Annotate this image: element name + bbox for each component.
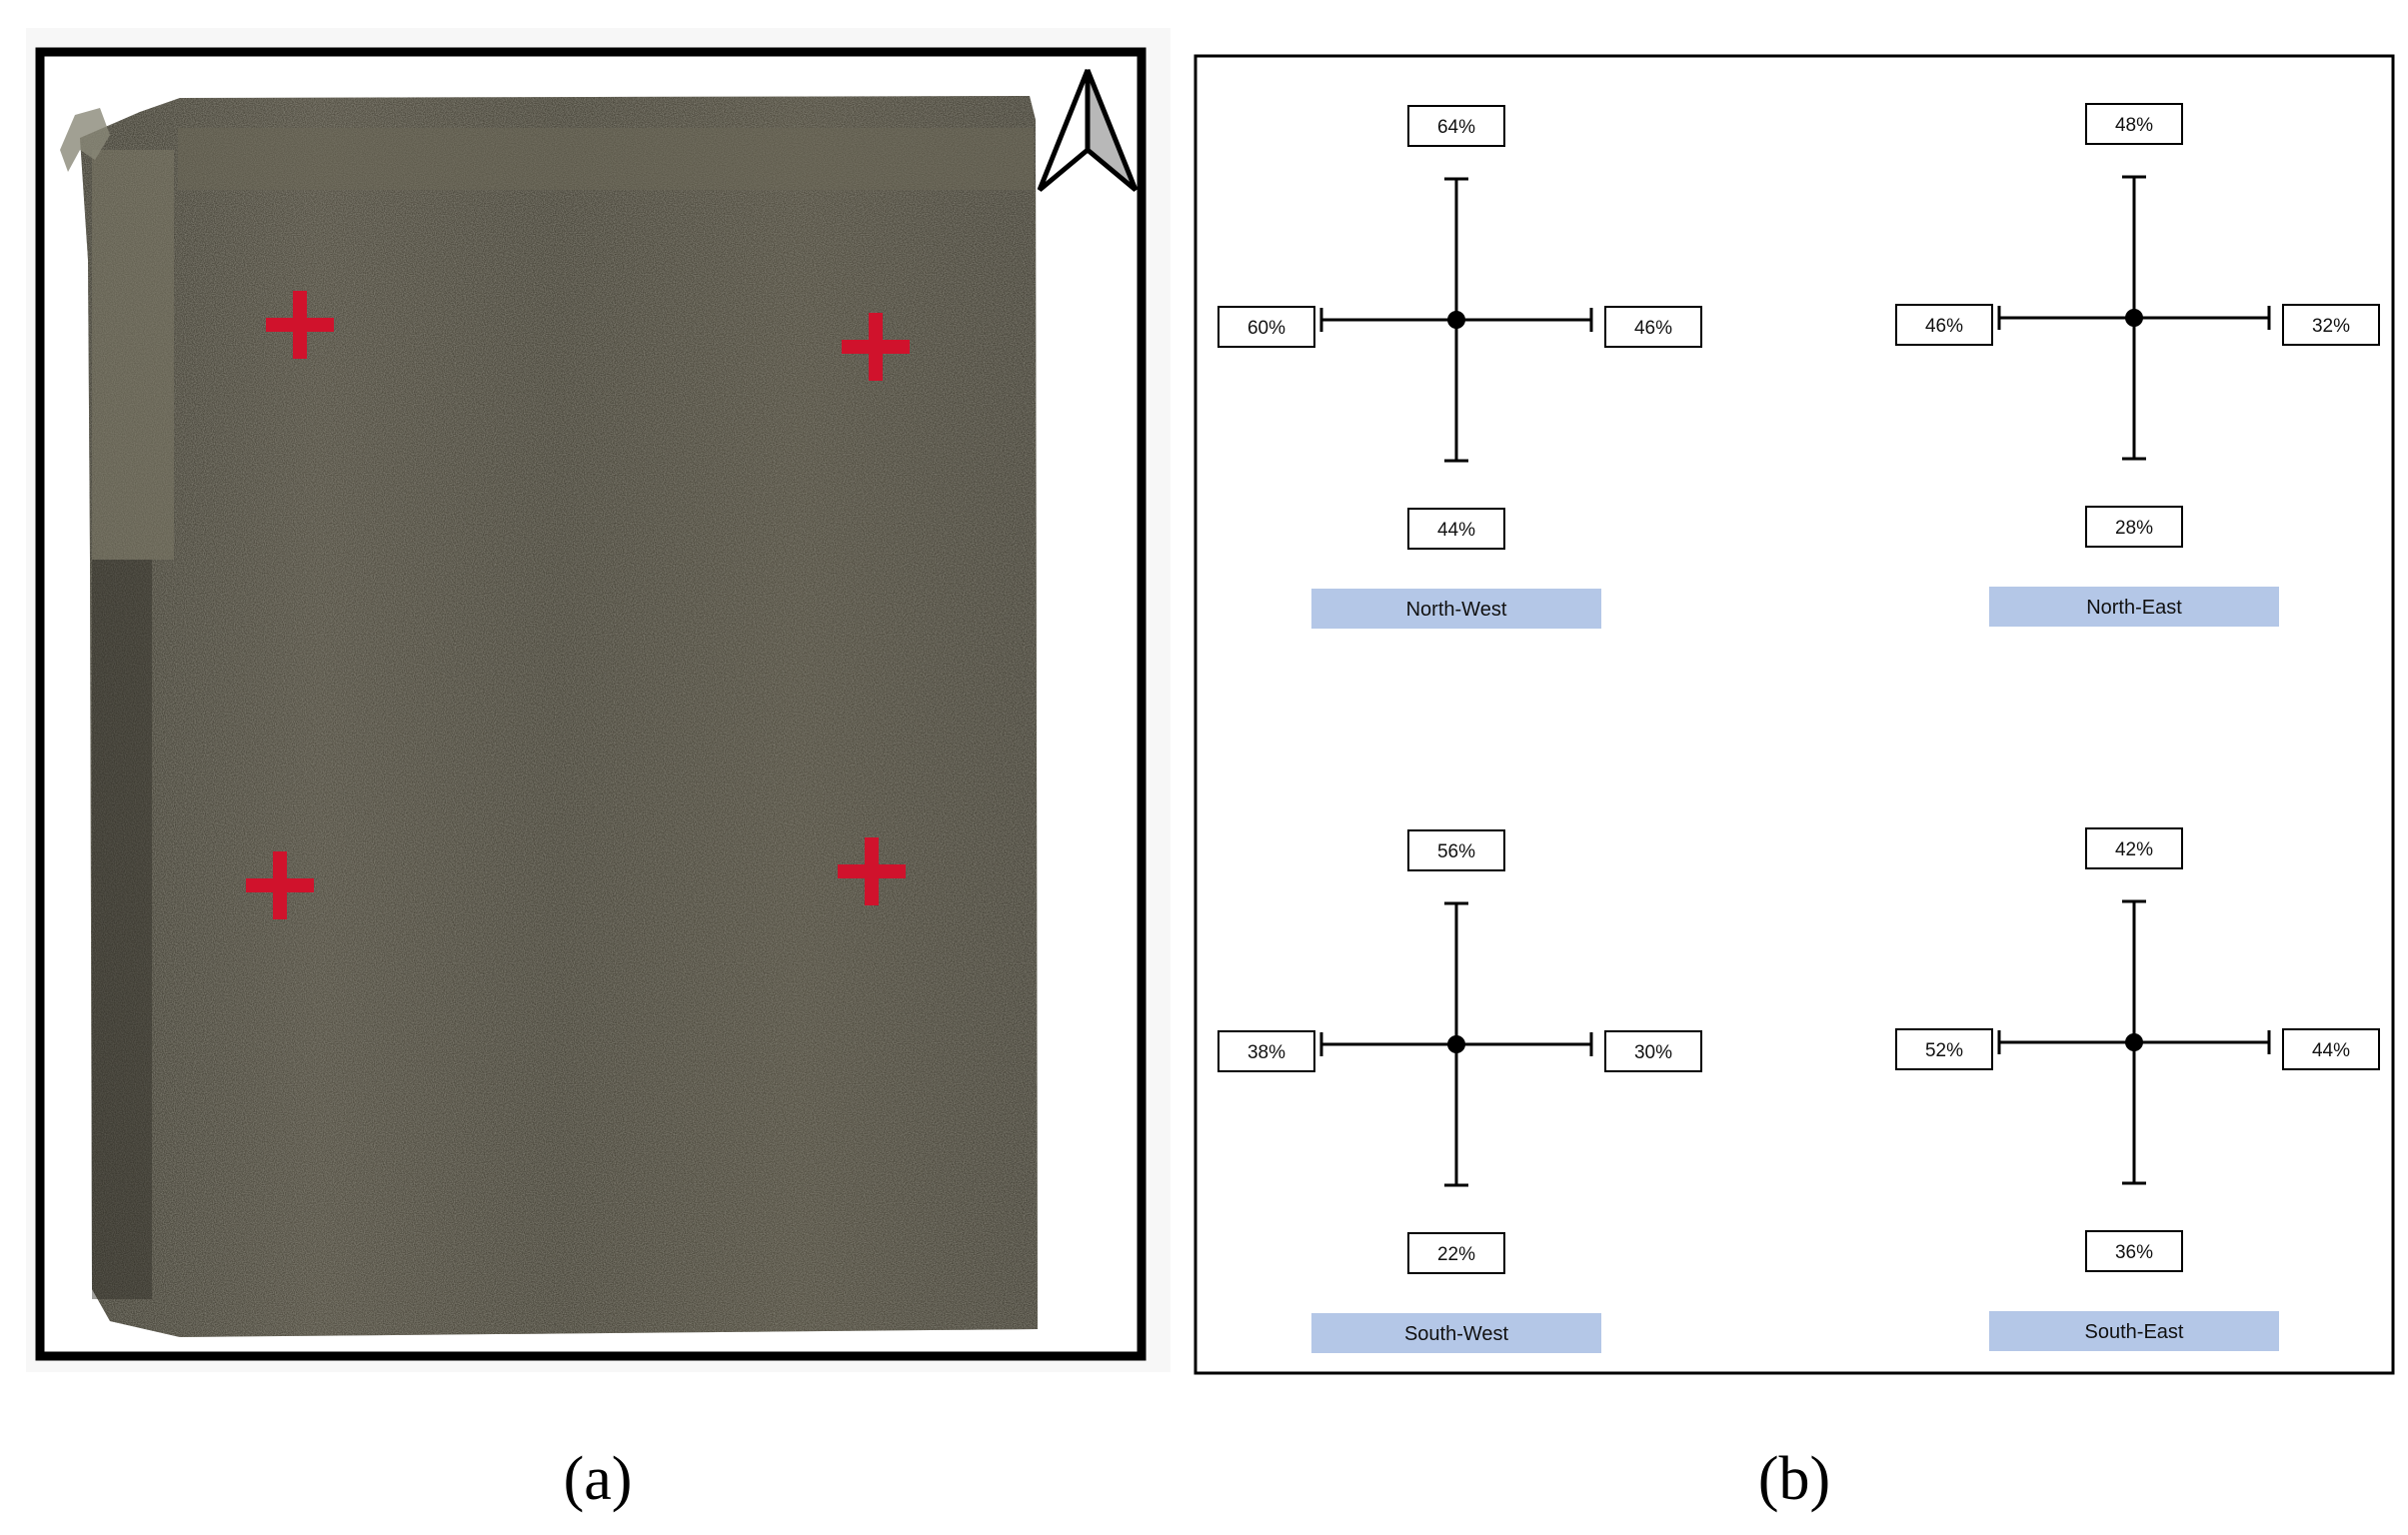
value-box-east: 30% [1604, 1030, 1702, 1072]
value-box-south: 28% [2085, 506, 2183, 548]
value-text-south: 22% [1437, 1244, 1475, 1265]
region-label-text: North-East [2086, 597, 2182, 619]
region-label: South-West [1311, 1313, 1601, 1353]
red-cross-icon-north-west [266, 291, 334, 359]
value-text-north: 48% [2115, 115, 2153, 136]
value-text-north: 42% [2115, 839, 2153, 860]
panel-a: (a) [26, 28, 1171, 1513]
marker-group [246, 291, 910, 919]
value-box-west: 46% [1895, 304, 1993, 346]
center-dot [2125, 309, 2143, 327]
value-text-west: 46% [1925, 316, 1963, 337]
panel-a-label: (a) [564, 1445, 633, 1513]
value-box-north: 42% [2085, 827, 2183, 869]
value-box-east: 44% [2282, 1028, 2380, 1070]
quadrant-north-west: 64% 44% 60% 46% North-West [1217, 105, 1702, 629]
panel-b: 64% 44% 60% 46% North-West 48% 28% 46% 32% North-… [1194, 54, 2395, 1513]
value-box-west: 52% [1895, 1028, 1993, 1070]
center-dot [1447, 1035, 1465, 1053]
red-cross-icon-south-west [246, 851, 314, 919]
value-box-west: 60% [1217, 306, 1315, 348]
region-label: North-East [1989, 587, 2279, 627]
value-text-north: 64% [1437, 117, 1475, 138]
value-text-east: 30% [1634, 1042, 1672, 1063]
value-box-north: 48% [2085, 103, 2183, 145]
value-box-north: 64% [1407, 105, 1505, 147]
panel-b-frame [1194, 54, 2395, 1375]
region-label-text: South-West [1404, 1323, 1509, 1345]
quadrant-north-east: 48% 28% 46% 32% North-East [1895, 103, 2380, 627]
value-box-south: 36% [2085, 1230, 2183, 1272]
region-label: South-East [1989, 1311, 2279, 1351]
value-text-east: 46% [1634, 318, 1672, 339]
value-box-north: 56% [1407, 829, 1505, 871]
red-cross-icon-north-east [842, 313, 910, 381]
field-corner-debris [60, 108, 110, 172]
center-dot [1447, 311, 1465, 329]
value-text-west: 38% [1247, 1042, 1285, 1063]
center-dot [2125, 1033, 2143, 1051]
quadrant-south-west: 56% 22% 38% 30% South-West [1217, 829, 1702, 1353]
value-text-east: 44% [2312, 1040, 2350, 1061]
field-road-west [92, 150, 174, 560]
value-box-south: 22% [1407, 1232, 1505, 1274]
region-label: North-West [1311, 589, 1601, 629]
quadrant-group: 64% 44% 60% 46% North-West 48% 28% 46% 32% North-… [1217, 103, 2380, 1353]
value-box-east: 32% [2282, 304, 2380, 346]
aerial-field-image [60, 96, 1038, 1337]
field-road-north [178, 128, 1034, 190]
region-label-text: North-West [1406, 599, 1507, 621]
value-text-east: 32% [2312, 316, 2350, 337]
value-text-south: 36% [2115, 1242, 2153, 1263]
value-text-south: 28% [2115, 518, 2153, 539]
value-box-south: 44% [1407, 508, 1505, 550]
field-strip-west [92, 560, 152, 1299]
region-label-text: South-East [2085, 1321, 2184, 1343]
field-texture [80, 96, 1038, 1337]
value-text-west: 60% [1247, 318, 1285, 339]
quadrant-south-east: 42% 36% 52% 44% South-East [1895, 827, 2380, 1351]
value-text-north: 56% [1437, 841, 1475, 862]
value-box-west: 38% [1217, 1030, 1315, 1072]
value-text-west: 52% [1925, 1040, 1963, 1061]
value-box-east: 46% [1604, 306, 1702, 348]
value-text-south: 44% [1437, 520, 1475, 541]
red-cross-icon-south-east [838, 837, 906, 905]
north-arrow-icon [1037, 69, 1139, 192]
panel-b-label: (b) [1758, 1445, 1830, 1513]
